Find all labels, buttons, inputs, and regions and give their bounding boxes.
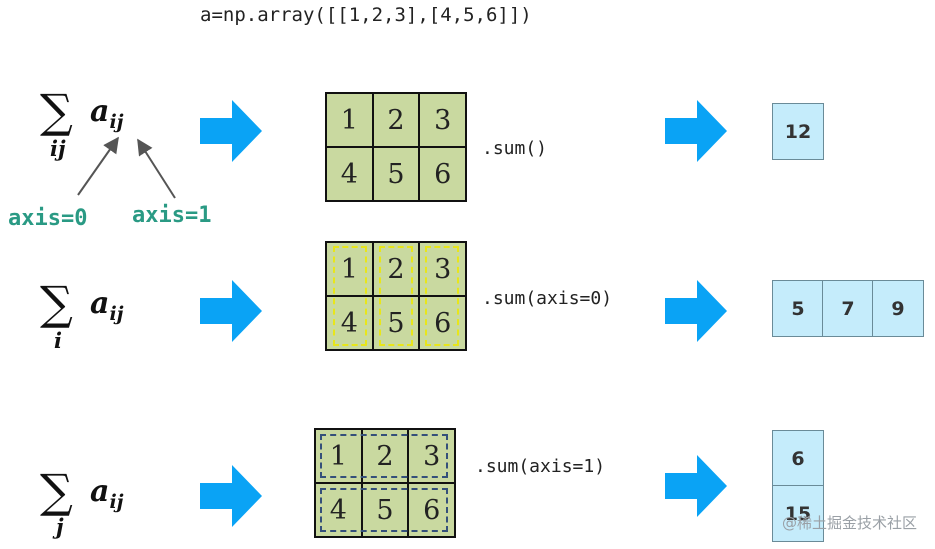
watermark-text: @稀土掘金技术社区	[781, 514, 917, 532]
matrix-cell: 5	[372, 296, 420, 350]
sigma-symbol: ∑	[40, 276, 73, 330]
term-a-ij: aij	[90, 94, 124, 133]
arrow-right-icon	[200, 100, 262, 162]
formula-sum-ij: ∑ aij ij	[38, 88, 148, 168]
matrix-cell: 5	[361, 483, 409, 537]
matrix-cell: 6	[408, 483, 455, 537]
sum-call-label: .sum(axis=0)	[482, 288, 613, 309]
sum-call-label: .sum()	[482, 138, 548, 159]
result-cell: 7	[822, 280, 874, 337]
matrix-cell: 1	[326, 93, 373, 147]
column-highlight	[333, 246, 367, 346]
term-a-ij: aij	[90, 474, 124, 513]
sum-subscript: i	[54, 328, 62, 353]
result-cell: 12	[772, 103, 824, 160]
column-highlight	[425, 246, 459, 346]
code-title: a=np.array([[1,2,3],[4,5,6]])	[200, 4, 532, 26]
sum-subscript: ij	[50, 136, 66, 161]
axis-pointer-arrows	[77, 136, 176, 199]
result-cell: 5	[772, 280, 824, 337]
arrow-right-icon	[665, 100, 727, 162]
matrix-cell: 2	[372, 242, 420, 296]
matrix-cell: 3	[419, 242, 466, 296]
sum-subscript: j	[56, 514, 64, 539]
row-highlight	[320, 434, 448, 478]
matrix-cell: 2	[372, 93, 420, 147]
sigma-symbol: ∑	[40, 84, 73, 138]
matrix-cell: 2	[361, 429, 409, 483]
arrow-right-icon	[200, 280, 262, 342]
matrix-cell: 1	[315, 429, 362, 483]
arrow-right-icon	[665, 455, 727, 517]
sigma-symbol: ∑	[40, 464, 73, 518]
matrix-cell: 3	[419, 93, 466, 147]
result-cell: 6	[772, 430, 824, 487]
axis0-pointer-arrow	[77, 136, 119, 196]
matrix-cell: 4	[315, 483, 362, 537]
matrix-grid: 1 2 3 4 5 6	[314, 428, 456, 538]
formula-sum-j: ∑ aij j	[38, 468, 148, 548]
matrix-grid: 1 2 3 4 5 6	[325, 92, 467, 202]
matrix-cell: 4	[326, 147, 373, 201]
matrix-cell: 6	[419, 296, 466, 350]
matrix-cell: 3	[408, 429, 455, 483]
formula-sum-i: ∑ aij i	[38, 280, 148, 360]
arrow-right-icon	[665, 280, 727, 342]
term-a-ij: aij	[90, 286, 124, 325]
row-highlight	[320, 488, 448, 532]
matrix-grid: 1 2 3 4 5 6	[325, 241, 467, 351]
arrow-right-icon	[200, 465, 262, 527]
column-highlight	[379, 246, 413, 346]
matrix-cell: 1	[326, 242, 373, 296]
matrix-cell: 6	[419, 147, 466, 201]
axis1-label: axis=1	[132, 203, 212, 228]
matrix-cell: 5	[372, 147, 420, 201]
axis0-label: axis=0	[8, 206, 88, 231]
result-cell: 15	[772, 485, 824, 542]
matrix-cell: 4	[326, 296, 373, 350]
sum-call-label: .sum(axis=1)	[475, 456, 606, 477]
result-cell: 9	[872, 280, 924, 337]
axis1-pointer-arrow	[137, 138, 176, 199]
